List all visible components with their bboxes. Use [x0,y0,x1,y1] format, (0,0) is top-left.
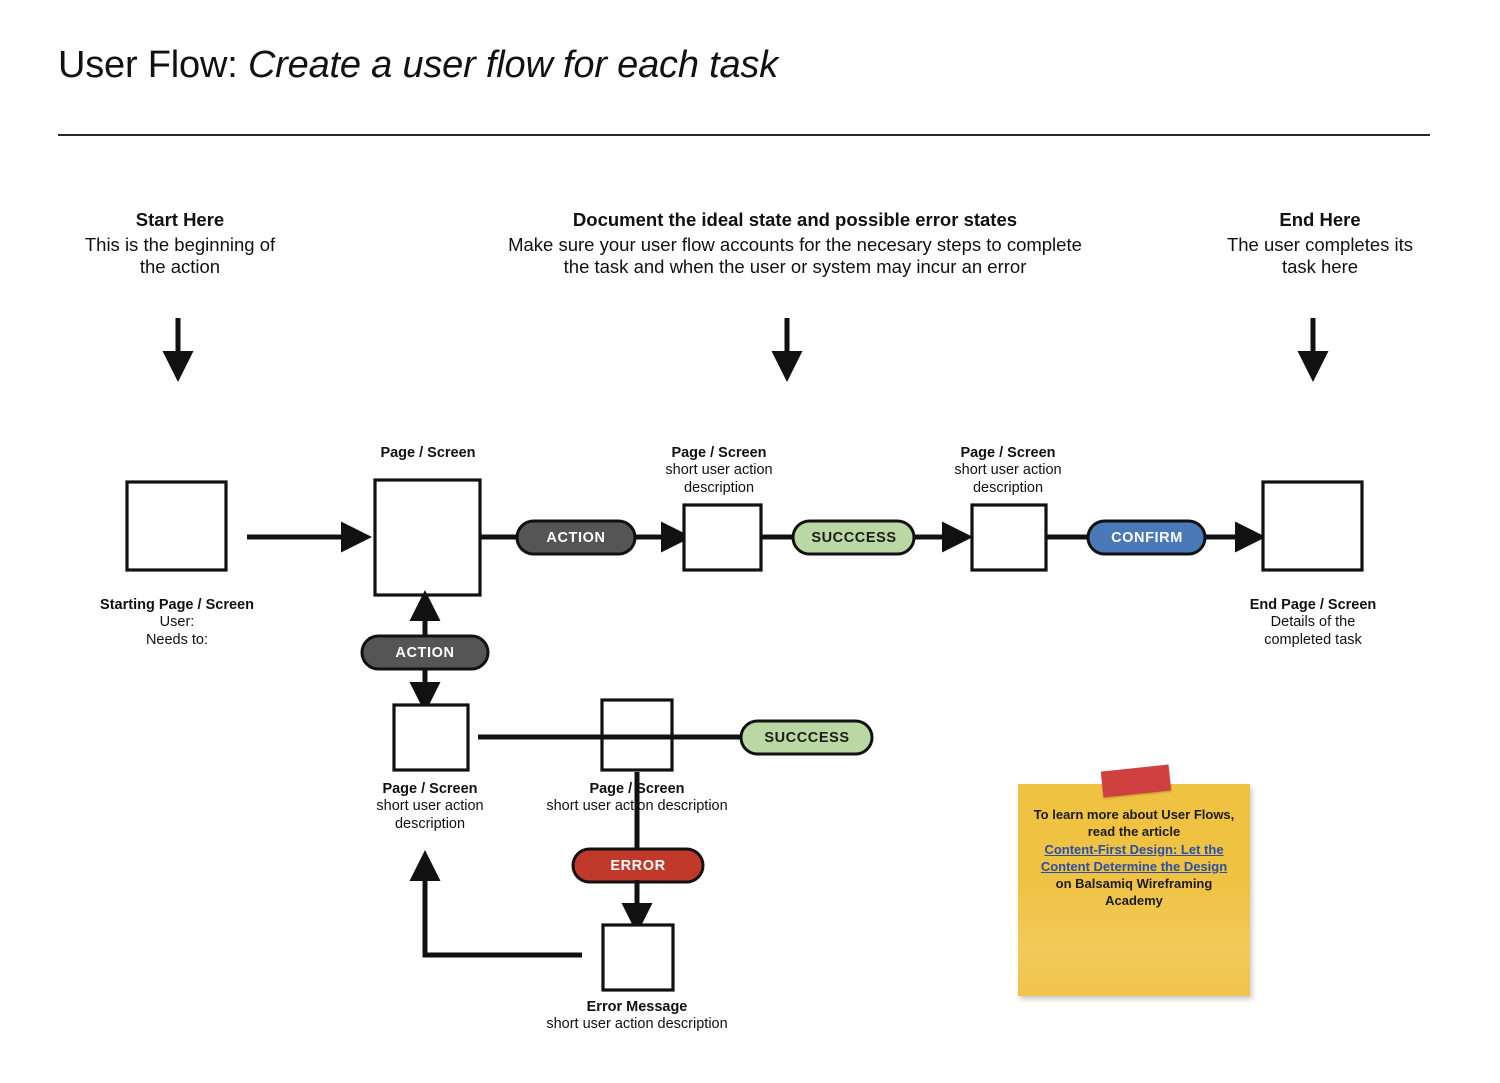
node-box-error-message[interactable] [601,923,675,992]
pill-action-main[interactable] [515,519,637,556]
caption-error-message-line2: short user action description [546,1016,728,1033]
node-box-page-after-action[interactable] [682,503,763,572]
caption-end-page: End Page / Screen Details of the complet… [1193,597,1433,649]
caption-page-after-success-line2: short user action [954,462,1062,479]
annotation-start-line2: the action [139,256,221,278]
sticky-note-line2: read the article [1087,824,1181,840]
annotation-middle-line2: the task and when the user or system may… [563,256,1027,278]
caption-main-page: Page / Screen [318,445,538,462]
caption-page-after-action: Page / Screen short user action descript… [614,445,824,497]
caption-error-message: Error Message short user action descript… [477,999,797,1034]
caption-main-page-title: Page / Screen [380,445,476,461]
sticky-note-text: To learn more about User Flows, read the… [1018,806,1250,910]
connector-error-return-loop [409,849,582,958]
caption-page-after-success-line3: description [972,479,1044,496]
caption-error-message-title: Error Message [586,999,688,1015]
caption-branch-page-left-title: Page / Screen [382,781,478,797]
sticky-note-line4: Academy [1105,893,1163,909]
caption-page-after-success-title: Page / Screen [960,445,1056,461]
node-box-end-page[interactable] [1261,480,1364,572]
node-box-branch-page-left[interactable] [392,703,470,772]
pill-action-branch[interactable] [360,634,490,671]
caption-page-after-success: Page / Screen short user action descript… [903,445,1113,497]
pill-success-main[interactable] [791,519,916,556]
node-box-page-after-success[interactable] [970,503,1048,572]
annotation-start-heading: Start Here [135,209,225,230]
annotation-end-heading: End Here [1279,209,1361,230]
sticky-note-line1: To learn more about User Flows, [1033,807,1235,822]
sticky-note-article-link-line2[interactable]: Content Determine the Design [1040,858,1228,874]
annotation-end: End Here The user completes its task her… [1175,209,1465,279]
page-title: User Flow: Create a user flow for each t… [58,44,778,87]
sticky-note-line3: on Balsamiq Wireframing [1055,876,1213,892]
annotation-middle-line1: Make sure your user flow accounts for th… [508,233,1082,255]
pill-success-branch[interactable] [739,719,874,756]
caption-end-page-line2: Details of the [1270,614,1356,631]
caption-page-after-action-title: Page / Screen [671,445,767,461]
caption-end-page-line3: completed task [1264,631,1362,648]
caption-branch-page-left-line2: short user action [376,798,484,815]
title-divider [58,134,1430,136]
caption-branch-page-middle: Page / Screen short user action descript… [487,781,787,816]
caption-page-after-action-line3: description [683,479,755,496]
caption-start-page-title: Starting Page / Screen [100,597,254,613]
pill-confirm-main[interactable] [1086,519,1207,556]
annotation-middle: Document the ideal state and possible er… [400,209,1190,279]
caption-end-page-title: End Page / Screen [1249,597,1377,613]
caption-start-page: Starting Page / Screen User: Needs to: [47,597,307,649]
node-box-main-page[interactable] [373,478,482,597]
sticky-note-article-link-line1[interactable]: Content-First Design: Let the [1044,841,1224,857]
page-title-emphasis: Create a user flow for each task [247,44,779,86]
annotation-middle-heading: Document the ideal state and possible er… [572,209,1018,230]
page-title-prefix: User Flow: [58,44,238,86]
caption-branch-page-middle-line2: short user action description [546,798,728,815]
caption-start-page-line3: Needs to: [145,631,209,648]
caption-branch-page-left-line3: description [394,815,466,832]
node-box-start-page[interactable] [125,480,228,572]
caption-branch-page-left: Page / Screen short user action descript… [315,781,545,833]
annotation-start: Start Here This is the beginning of the … [35,209,325,279]
annotation-start-line1: This is the beginning of [84,233,276,255]
caption-branch-page-middle-title: Page / Screen [589,781,685,797]
annotation-end-line2: task here [1281,256,1359,278]
caption-page-after-action-line2: short user action [665,462,773,479]
pill-error-branch[interactable] [571,847,705,884]
annotation-end-line1: The user completes its [1226,233,1414,255]
sticky-note: To learn more about User Flows, read the… [1018,784,1250,996]
caption-start-page-line2: User: [159,614,195,631]
